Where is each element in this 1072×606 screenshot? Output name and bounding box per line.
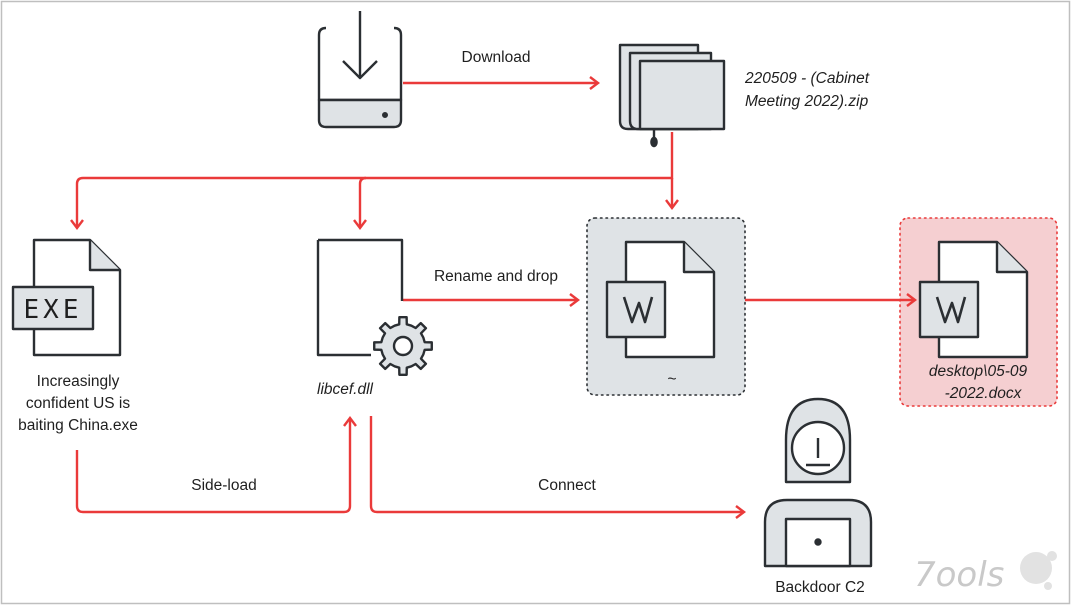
watermark-text: 7ools: [914, 555, 1004, 595]
arrows: [70, 76, 917, 519]
gear-icon: [373, 316, 433, 376]
connect-label: Connect: [538, 477, 596, 494]
dll-gear-file-icon: [316, 238, 404, 357]
exe-filename-line1: Increasingly: [37, 373, 120, 390]
zip-filename-line1: 220509 - (Cabinet: [744, 70, 870, 87]
download-label: Download: [462, 49, 531, 66]
docx-filename-line1: desktop\05-09: [929, 363, 1028, 380]
download-tablet-icon: [317, 11, 403, 129]
c2-label: Backdoor C2: [775, 579, 865, 596]
zip-to-dll-arrow: [353, 176, 367, 230]
side-load-arrow: [75, 416, 357, 514]
hacker-laptop-icon: [763, 397, 873, 568]
side-load-label: Side-load: [191, 477, 257, 494]
rename-drop-label: Rename and drop: [434, 268, 558, 285]
document-w-icon: [605, 240, 716, 359]
exe-filename-line2: confident US is: [26, 395, 130, 412]
exe-file-icon: EXE: [11, 238, 122, 357]
document-w-icon: [918, 240, 1029, 359]
zip-archive-icon: [618, 43, 726, 148]
exe-badge-text: EXE: [24, 295, 83, 325]
zip-to-exe-arrow: [70, 132, 674, 230]
watermark-logo: 7ools: [914, 551, 1057, 595]
zip-filename-line2: Meeting 2022).zip: [745, 93, 869, 110]
connect-arrow: [369, 416, 746, 519]
exe-filename-line3: baiting China.exe: [18, 417, 138, 434]
tilde-filename: ~: [667, 371, 676, 388]
dll-filename: libcef.dll: [317, 381, 374, 398]
docx-filename-line2: -2022.docx: [945, 385, 1023, 402]
